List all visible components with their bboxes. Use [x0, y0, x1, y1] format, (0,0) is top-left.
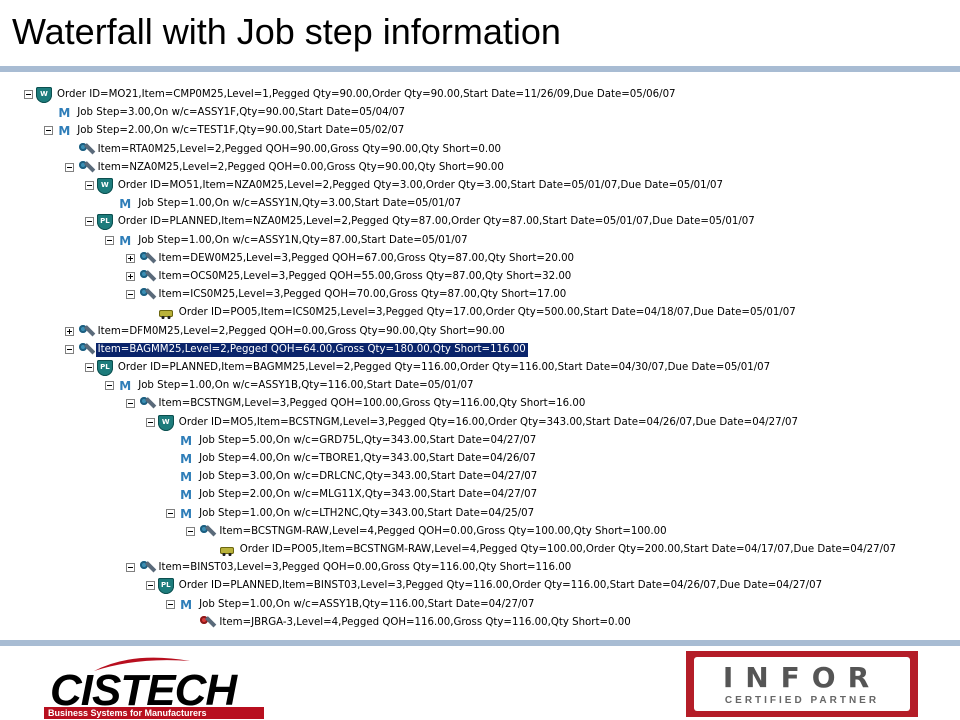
tree-node-label[interactable]: Order ID=PO05,Item=BCSTNGM-RAW,Level=4,P…	[239, 544, 896, 555]
collapse-toggle-icon[interactable]	[166, 599, 176, 609]
tree-node-label[interactable]: Job Step=1.00,On w/c=LTH2NC,Qty=343.00,S…	[199, 507, 535, 519]
work-order-icon	[36, 87, 52, 103]
waterfall-tree[interactable]: Order ID=MO21,Item=CMP0M25,Level=1,Pegge…	[24, 86, 944, 628]
job-step-icon	[56, 123, 72, 139]
tree-node-label[interactable]: Job Step=1.00,On w/c=ASSY1B,Qty=116.00,S…	[138, 380, 474, 392]
tree-node-label[interactable]: Job Step=3.00,On w/c=ASSY1F,Qty=90.00,St…	[77, 107, 405, 119]
collapse-toggle-icon[interactable]	[105, 235, 115, 245]
cistech-wordmark: CISTECH	[50, 666, 237, 715]
collapse-toggle-icon[interactable]	[105, 381, 115, 391]
infor-wordmark: INFOR	[722, 661, 882, 694]
infor-badge-inner: INFOR CERTIFIED PARTNER	[694, 657, 910, 711]
item-wrench-icon	[138, 560, 154, 576]
collapse-toggle-icon[interactable]	[44, 126, 54, 136]
work-order-icon	[96, 178, 113, 194]
job-step-icon	[178, 469, 194, 485]
tree-node-label[interactable]: Job Step=1.00,On w/c=ASSY1N,Qty=87.00,St…	[138, 234, 468, 246]
top-rule	[0, 66, 960, 72]
infor-certified-partner-logo: INFOR CERTIFIED PARTNER	[686, 651, 918, 717]
tree-node-label[interactable]: Item=JBRGA-3,Level=4,Pegged QOH=116.00,G…	[219, 616, 631, 628]
tree-node-label[interactable]: Item=NZA0M25,Level=2,Pegged QOH=0.00,Gro…	[97, 161, 504, 173]
tree-node-label[interactable]: Item=ICS0M25,Level=3,Pegged QOH=70.00,Gr…	[158, 289, 567, 301]
tree-node-label[interactable]: Item=RTA0M25,Level=2,Pegged QOH=90.00,Gr…	[97, 143, 502, 155]
tree-node-label[interactable]: Order ID=MO51,Item=NZA0M25,Level=2,Pegge…	[117, 180, 723, 191]
item-wrench-icon	[138, 269, 154, 285]
purchase-order-truck-icon	[219, 542, 235, 558]
item-wrench-icon	[77, 324, 93, 340]
collapse-toggle-icon[interactable]	[84, 217, 94, 227]
job-step-icon	[178, 506, 194, 522]
expand-toggle-icon[interactable]	[125, 253, 135, 263]
slide-title: Waterfall with Job step information	[12, 11, 561, 52]
tree-node-label[interactable]: Job Step=5.00,On w/c=GRD75L,Qty=343.00,S…	[199, 434, 537, 446]
expand-toggle-icon[interactable]	[125, 272, 135, 281]
job-step-icon	[178, 451, 194, 467]
tree-node-label[interactable]: Job Step=3.00,On w/c=DRLCNC,Qty=343.00,S…	[199, 471, 538, 483]
planned-order-icon	[96, 360, 113, 376]
work-order-icon	[157, 414, 174, 431]
item-wrench-icon	[198, 524, 214, 540]
tree-node-label[interactable]: Order ID=PO05,Item=ICS0M25,Level=3,Pegge…	[178, 307, 796, 319]
job-step-icon	[56, 105, 72, 121]
tree-node-label[interactable]: Item=BAGMM25,Level=2,Pegged QOH=64.00,Gr…	[94, 341, 529, 358]
tree-node-label[interactable]: Job Step=1.00,On w/c=ASSY1N,Qty=3.00,Sta…	[138, 198, 462, 210]
item-wrench-icon	[77, 142, 93, 158]
item-wrench-icon	[77, 160, 93, 176]
tree-node-label[interactable]: Item=DFM0M25,Level=2,Pegged QOH=0.00,Gro…	[97, 325, 505, 337]
tree-node-label[interactable]: Order ID=PLANNED,Item=BINST03,Level=3,Pe…	[178, 580, 823, 592]
collapse-toggle-icon[interactable]	[166, 508, 176, 518]
collapse-toggle-icon[interactable]	[145, 417, 155, 427]
tree-node-label[interactable]: Job Step=4.00,On w/c=TBORE1,Qty=343.00,S…	[199, 453, 536, 464]
job-step-icon	[117, 378, 133, 394]
tree-node-label[interactable]: Item=BCSTNGM-RAW,Level=4,Pegged QOH=0.00…	[219, 525, 667, 537]
job-step-icon	[178, 433, 194, 449]
infor-certified-partner-text: CERTIFIED PARTNER	[724, 695, 880, 706]
job-step-icon	[178, 597, 194, 613]
tree-node-label[interactable]: Order ID=MO21,Item=CMP0M25,Level=1,Pegge…	[57, 89, 676, 100]
collapse-toggle-icon[interactable]	[186, 526, 196, 536]
tree-node-label[interactable]: Order ID=PLANNED,Item=BAGMM25,Level=2,Pe…	[117, 362, 771, 373]
tree-node-label[interactable]: Order ID=PLANNED,Item=NZA0M25,Level=2,Pe…	[117, 216, 755, 228]
planned-order-icon	[96, 214, 113, 231]
tree-node-label[interactable]: Item=BINST03,Level=3,Pegged QOH=0.00,Gro…	[158, 562, 572, 574]
collapse-toggle-icon[interactable]	[125, 399, 135, 409]
collapse-toggle-icon[interactable]	[125, 563, 135, 573]
purchase-order-truck-icon	[158, 305, 174, 321]
planned-order-icon	[157, 578, 174, 595]
tree-node-label[interactable]: Order ID=MO5,Item=BCSTNGM,Level=3,Pegged…	[178, 416, 798, 428]
tree-node-label[interactable]: Job Step=2.00,On w/c=MLG11X,Qty=343.00,S…	[199, 489, 538, 501]
tree-node-label[interactable]: Job Step=1.00,On w/c=ASSY1B,Qty=116.00,S…	[199, 598, 535, 610]
item-wrench-icon	[138, 287, 154, 303]
job-step-icon	[178, 487, 194, 503]
item-wrench-icon	[77, 342, 93, 358]
item-wrench-icon	[138, 251, 154, 267]
collapse-toggle-icon[interactable]	[64, 162, 74, 172]
cistech-tagline: Business Systems for Manufacturers	[44, 707, 264, 719]
cistech-swoosh-icon	[94, 657, 190, 671]
item-wrench-red-icon	[198, 615, 214, 631]
cistech-logo: CISTECH Business Systems for Manufacture…	[44, 655, 264, 719]
tree-node-label[interactable]: Job Step=2.00,On w/c=TEST1F,Qty=90.00,St…	[77, 125, 405, 137]
collapse-toggle-icon[interactable]	[24, 90, 33, 99]
tree-node-label[interactable]: Item=BCSTNGM,Level=3,Pegged QOH=100.00,G…	[158, 398, 586, 410]
item-wrench-icon	[138, 396, 154, 412]
expand-toggle-icon[interactable]	[64, 326, 74, 336]
job-step-icon	[117, 233, 133, 249]
collapse-toggle-icon[interactable]	[64, 344, 74, 354]
job-step-icon	[117, 196, 133, 212]
collapse-toggle-icon[interactable]	[145, 581, 155, 591]
tree-node-label[interactable]: Item=OCS0M25,Level=3,Pegged QOH=55.00,Gr…	[158, 271, 572, 282]
collapse-toggle-icon[interactable]	[84, 181, 94, 190]
collapse-toggle-icon[interactable]	[84, 363, 94, 372]
tree-node-label[interactable]: Item=DEW0M25,Level=3,Pegged QOH=67.00,Gr…	[158, 252, 575, 264]
bottom-rule	[0, 640, 960, 646]
collapse-toggle-icon[interactable]	[125, 290, 135, 300]
